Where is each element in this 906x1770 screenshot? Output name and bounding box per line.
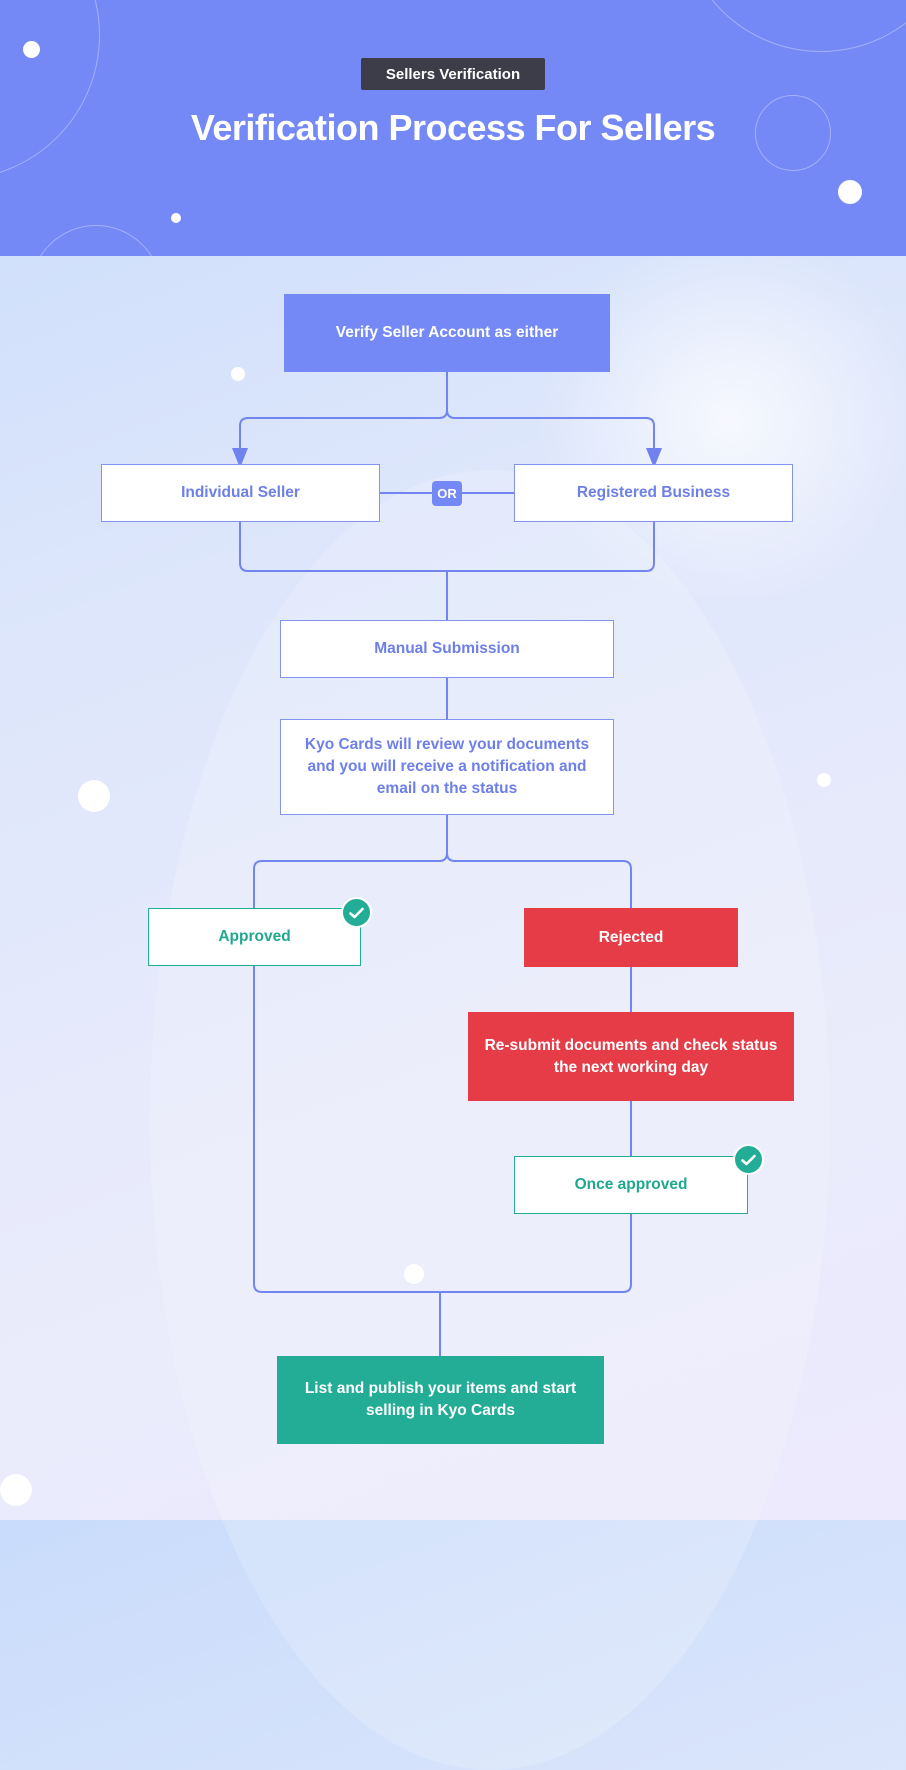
registered-business-option: Registered Business <box>514 464 793 522</box>
decor-dot <box>0 1474 32 1506</box>
decor-dot <box>23 41 40 58</box>
approved-status: Approved <box>148 908 361 966</box>
flow-connectors <box>232 372 662 1356</box>
final-step: List and publish your items and start se… <box>277 1356 604 1444</box>
header-badge: Sellers Verification <box>361 58 545 90</box>
decor-dot <box>171 213 181 223</box>
decor-dot <box>838 180 862 204</box>
start-step: Verify Seller Account as either <box>284 294 610 372</box>
check-icon <box>733 1144 764 1175</box>
individual-seller-option: Individual Seller <box>101 464 380 522</box>
decor-dot <box>231 367 245 381</box>
once-approved-status: Once approved <box>514 1156 748 1214</box>
or-badge: OR <box>432 481 462 506</box>
review-step: Kyo Cards will review your documents and… <box>280 719 614 815</box>
page-title: Verification Process For Sellers <box>190 107 716 148</box>
manual-submission-step: Manual Submission <box>280 620 614 678</box>
resubmit-step: Re-submit documents and check status the… <box>468 1012 794 1101</box>
decor-dot <box>78 780 110 812</box>
rejected-status: Rejected <box>524 908 738 967</box>
decor-ring <box>755 95 831 171</box>
check-icon <box>341 897 372 928</box>
decor-dot <box>817 773 831 787</box>
decor-dot <box>404 1264 424 1284</box>
header-banner: Sellers Verification Verification Proces… <box>0 0 906 256</box>
